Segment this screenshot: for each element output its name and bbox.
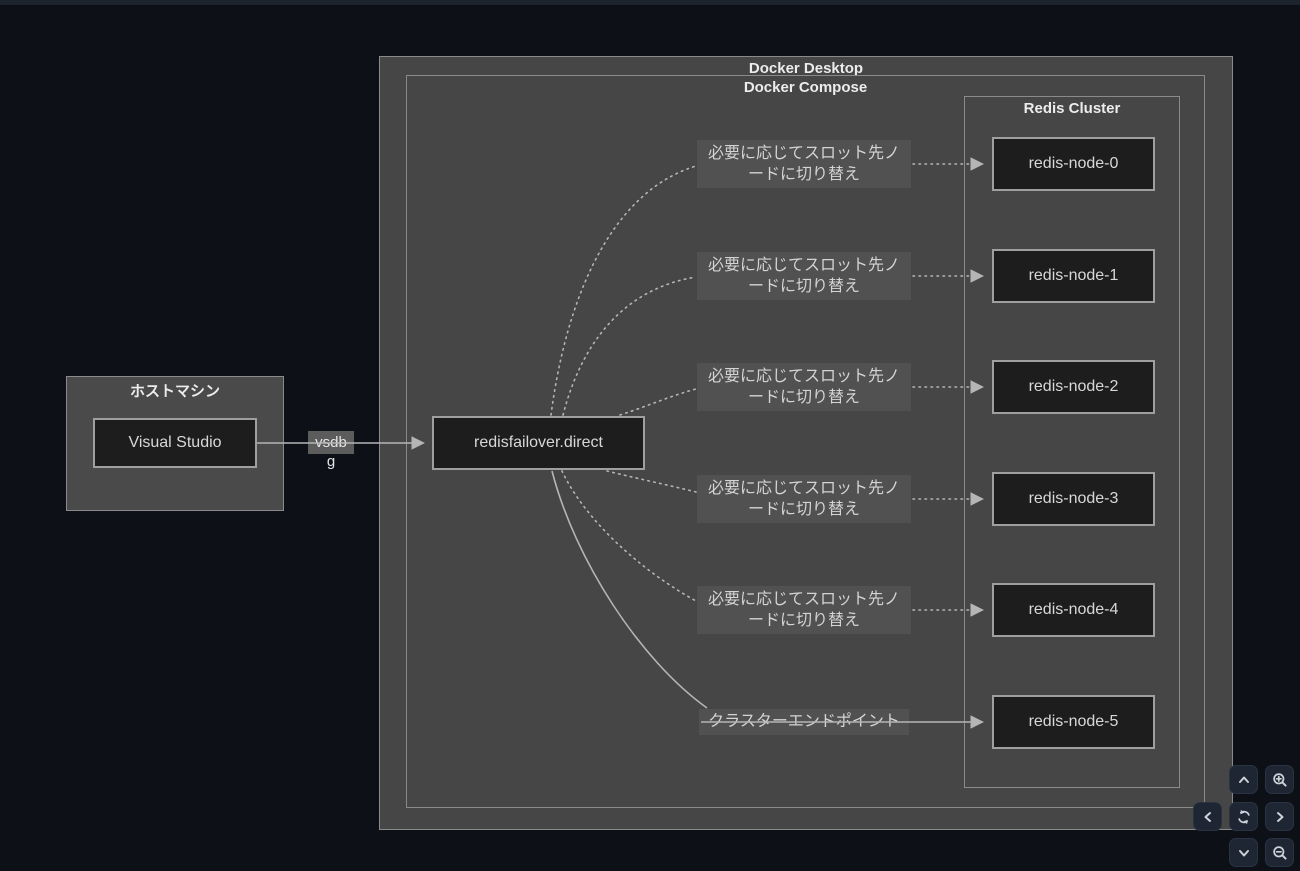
zoom-in-button[interactable] <box>1265 765 1294 794</box>
redisfailover-direct-node: redisfailover.direct <box>432 416 645 470</box>
edge-label-slot-switch: 必要に応じてスロット先ノードに切り替え <box>697 363 911 411</box>
pan-down-button[interactable] <box>1229 838 1258 867</box>
sync-icon <box>1235 808 1253 826</box>
redis-node-0: redis-node-0 <box>992 137 1155 191</box>
pan-right-button[interactable] <box>1265 802 1294 831</box>
chevron-right-icon <box>1271 808 1289 826</box>
host-machine-title: ホストマシン <box>129 383 220 400</box>
docker-compose-title: Docker Compose <box>743 79 868 96</box>
edge-label-slot-switch: 必要に応じてスロット先ノードに切り替え <box>697 252 911 300</box>
pan-left-button[interactable] <box>1193 802 1222 831</box>
edge-label-cluster-endpoint: クラスターエンドポイント <box>699 709 909 735</box>
visual-studio-node: Visual Studio <box>93 418 257 468</box>
edge-label-vsdbg: vsdbg <box>308 431 354 470</box>
redis-node-5: redis-node-5 <box>992 695 1155 749</box>
pan-up-button[interactable] <box>1229 765 1258 794</box>
top-strip <box>0 0 1300 5</box>
chevron-left-icon <box>1199 808 1217 826</box>
redis-node-1: redis-node-1 <box>992 249 1155 303</box>
edge-label-slot-switch: 必要に応じてスロット先ノードに切り替え <box>697 586 911 634</box>
chevron-down-icon <box>1235 844 1253 862</box>
redis-cluster-title: Redis Cluster <box>1023 100 1121 117</box>
redis-node-4: redis-node-4 <box>992 583 1155 637</box>
edge-label-slot-switch: 必要に応じてスロット先ノードに切り替え <box>697 140 911 188</box>
edge-label-slot-switch: 必要に応じてスロット先ノードに切り替え <box>697 475 911 523</box>
zoom-in-icon <box>1271 771 1289 789</box>
zoom-out-icon <box>1271 844 1289 862</box>
chevron-up-icon <box>1235 771 1253 789</box>
redis-node-3: redis-node-3 <box>992 472 1155 526</box>
redis-node-2: redis-node-2 <box>992 360 1155 414</box>
zoom-out-button[interactable] <box>1265 838 1294 867</box>
reset-view-button[interactable] <box>1229 802 1258 831</box>
docker-desktop-title: Docker Desktop <box>748 60 864 77</box>
redis-cluster-group: Redis Cluster <box>964 96 1180 788</box>
